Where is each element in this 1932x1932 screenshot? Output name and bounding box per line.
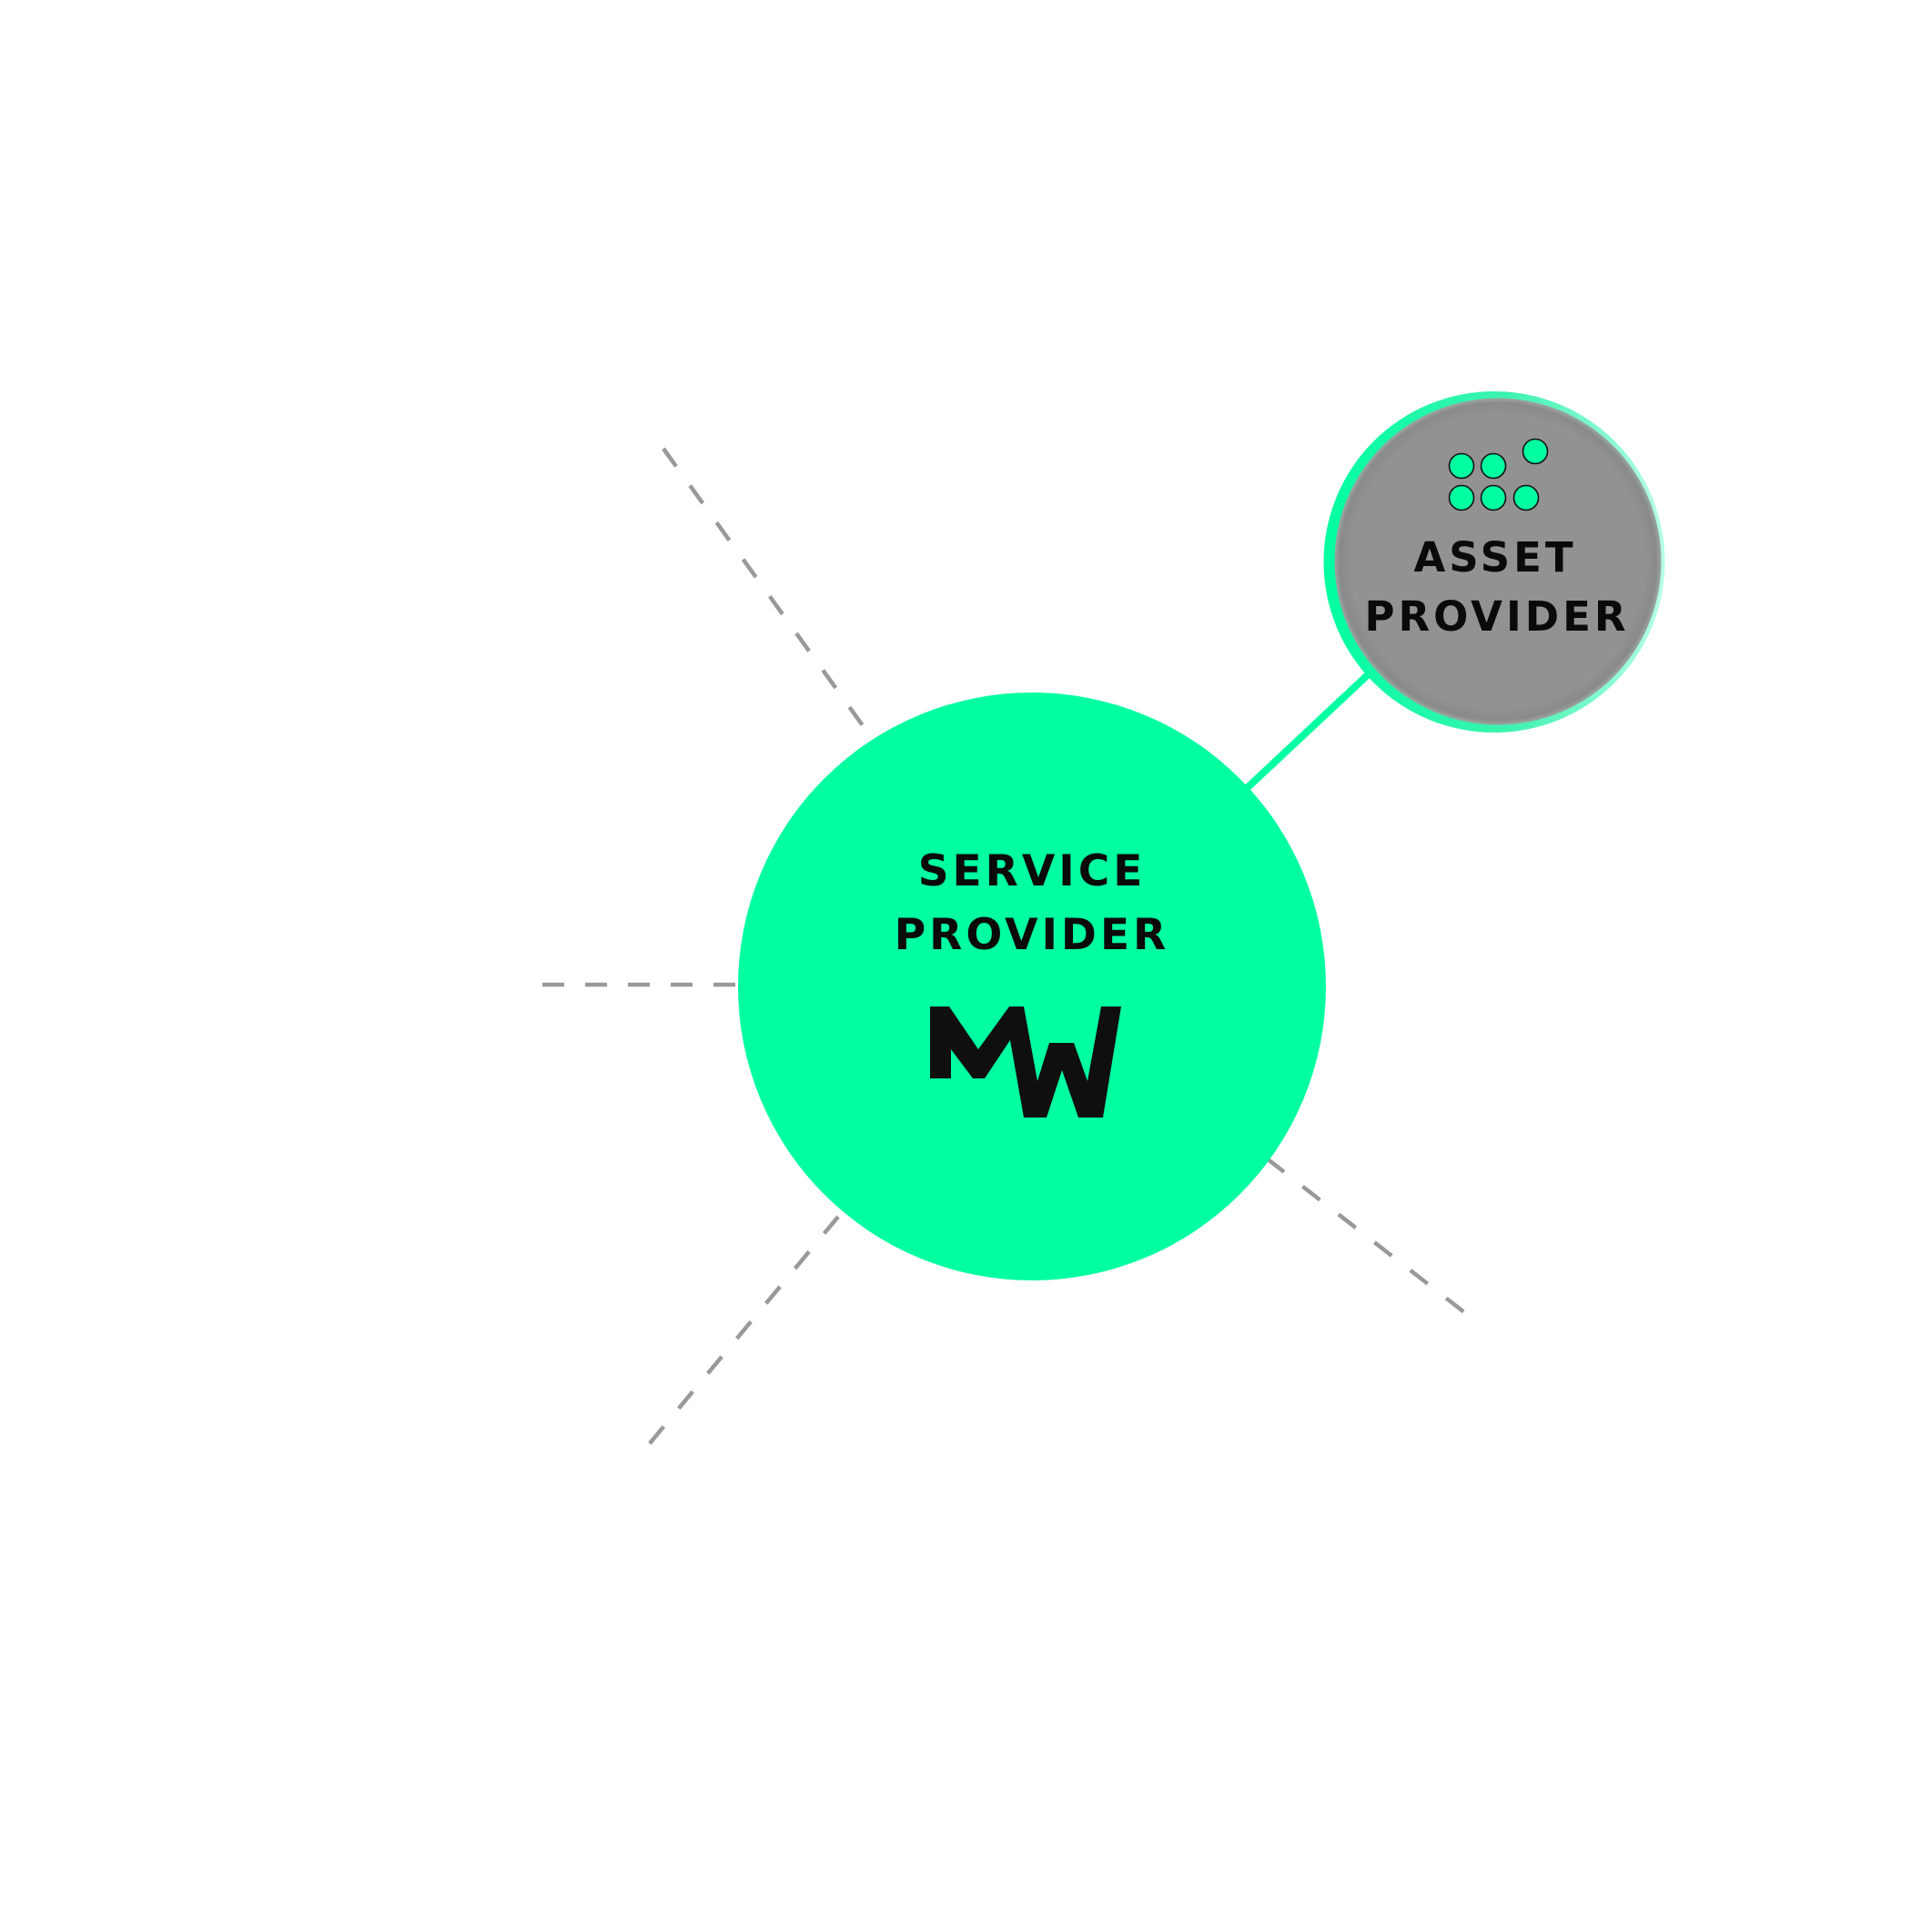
dot-icon	[1480, 452, 1507, 480]
dashed-connector-upper-left	[662, 447, 866, 730]
dot-icon	[1480, 484, 1507, 511]
dot-icon	[1522, 438, 1549, 465]
asset-provider-label-line1: ASSET	[1413, 533, 1576, 582]
service-provider-label-line2: PROVIDER	[895, 910, 1170, 960]
dashed-connector-lower-right	[1265, 1157, 1466, 1314]
dot-icon	[1448, 452, 1475, 480]
service-provider-label-line1: SERVICE	[918, 846, 1147, 896]
service-provider-circle[interactable]	[738, 693, 1326, 1280]
dashed-connector-lower-left	[643, 1215, 840, 1451]
dot-icon	[1448, 484, 1475, 511]
asset-provider-node[interactable]: ASSET PROVIDER	[1323, 391, 1665, 733]
asset-provider-circle[interactable]	[1334, 398, 1662, 725]
mw-logo-icon	[930, 1006, 1121, 1118]
asset-provider-label-line2: PROVIDER	[1365, 592, 1630, 641]
dot-icon	[1512, 484, 1540, 511]
dot-grid-icon	[1448, 438, 1549, 511]
service-provider-node[interactable]: SERVICE PROVIDER	[738, 693, 1326, 1280]
